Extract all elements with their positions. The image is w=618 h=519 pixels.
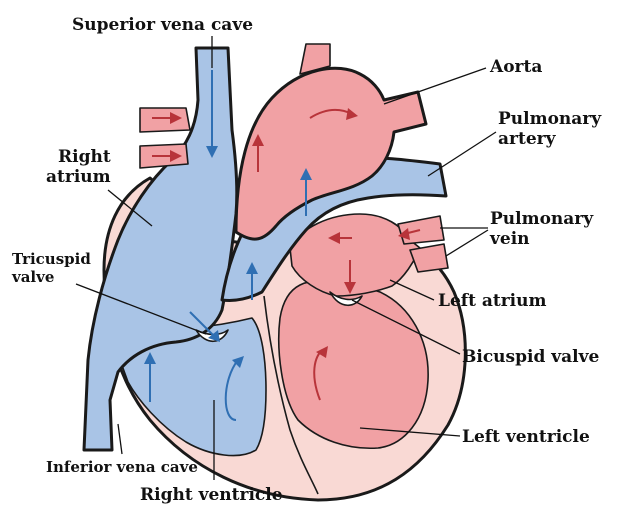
right-pulmonary-vein-upper	[398, 216, 444, 244]
label-pulmonary-artery-line1: Pulmonary	[498, 109, 602, 129]
leader-inferior-vena-cave	[118, 424, 122, 454]
label-left-ventricle: Left ventricle	[462, 427, 590, 447]
leader-pulmonary-artery	[428, 132, 496, 176]
label-inferior-vena-cave: Inferior vena cave	[46, 458, 198, 476]
label-right-atrium-line2: atrium	[46, 167, 111, 187]
label-left-atrium: Left atrium	[438, 291, 546, 311]
leader-aorta	[384, 68, 486, 104]
label-right-atrium-line1: Right	[58, 147, 111, 167]
right-pulmonary-vein-lower	[410, 244, 448, 272]
label-tricuspid-valve-line2: valve	[11, 268, 54, 286]
label-right-ventricle: Right ventricle	[140, 485, 283, 505]
label-bicuspid-valve: Bicuspid valve	[462, 347, 599, 367]
label-pulmonary-vein-line1: Pulmonary	[490, 209, 594, 229]
aorta-vessel	[236, 68, 426, 239]
label-aorta: Aorta	[489, 57, 542, 77]
label-pulmonary-vein-line2: vein	[489, 229, 530, 249]
label-superior-vena-cave: Superior vena cave	[72, 15, 253, 35]
left-pulmonary-vein-upper	[140, 108, 190, 132]
leader-pulmonary-vein-lower	[446, 230, 488, 256]
label-pulmonary-artery-line2: artery	[498, 129, 557, 149]
label-tricuspid-valve-line1: Tricuspid	[12, 250, 91, 268]
